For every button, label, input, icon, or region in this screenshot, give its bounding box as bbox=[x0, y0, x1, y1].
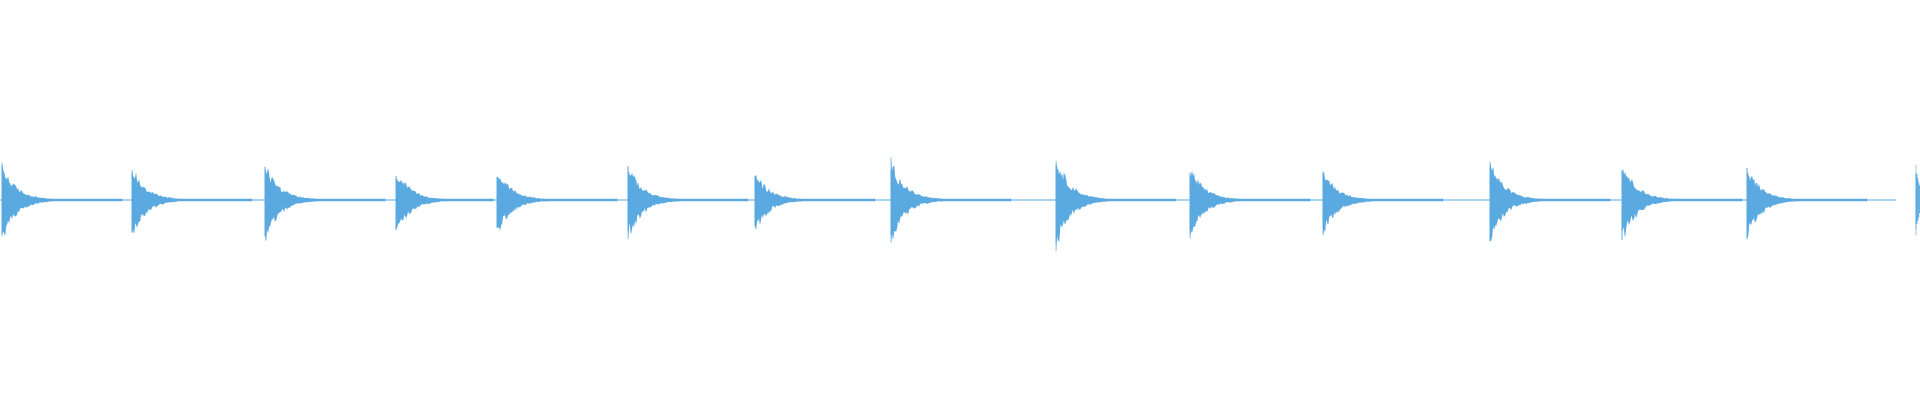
waveform-transient bbox=[1915, 164, 1920, 236]
waveform-transient bbox=[754, 175, 876, 230]
transient-envelope bbox=[1746, 170, 1868, 240]
waveform-transient bbox=[890, 157, 1012, 243]
waveform-transient bbox=[131, 170, 253, 233]
transient-envelope bbox=[131, 170, 253, 233]
transient-envelope bbox=[264, 167, 386, 241]
transient-envelope bbox=[1055, 160, 1177, 252]
waveform-transient bbox=[1189, 171, 1311, 239]
transient-envelope bbox=[890, 157, 1012, 243]
transient-envelope bbox=[1621, 169, 1743, 237]
waveform-transient bbox=[627, 166, 749, 240]
transient-envelope bbox=[1189, 171, 1311, 239]
transient-envelope bbox=[1489, 161, 1611, 241]
transient-envelope bbox=[627, 172, 749, 240]
waveform-transient bbox=[1055, 160, 1177, 252]
transient-envelope bbox=[754, 175, 876, 230]
transient-envelope bbox=[395, 178, 494, 231]
waveform-transient bbox=[1621, 169, 1743, 240]
waveform-transient bbox=[1, 162, 123, 236]
waveform-transient bbox=[1322, 171, 1444, 236]
waveform-transient bbox=[1489, 161, 1611, 242]
waveform-transient bbox=[496, 176, 618, 231]
transient-envelope bbox=[1, 162, 123, 236]
waveform-transient bbox=[264, 166, 386, 241]
transient-envelope bbox=[496, 176, 618, 231]
transient-envelope bbox=[1322, 173, 1444, 236]
waveform-transient bbox=[1746, 167, 1868, 240]
waveform-transient bbox=[395, 175, 494, 231]
